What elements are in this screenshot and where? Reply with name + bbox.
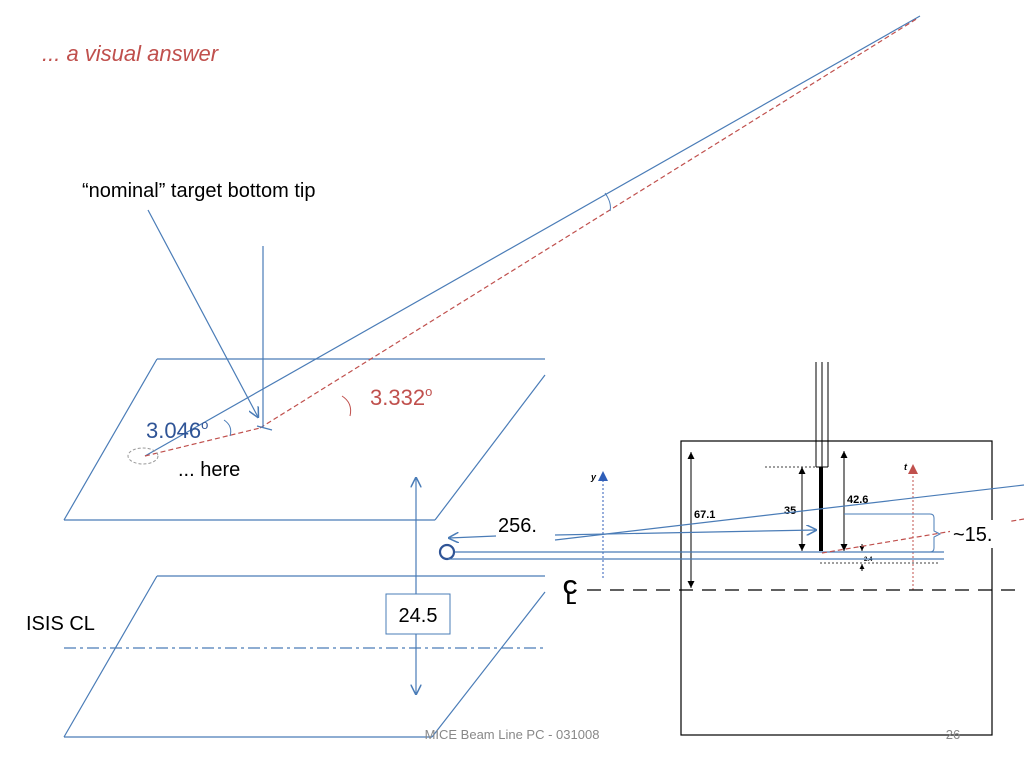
blue-angle-degree: o	[201, 417, 208, 432]
here-label: ... here	[178, 459, 240, 481]
red-dashed-line	[259, 17, 919, 429]
dim-42-label: 42.6	[847, 494, 868, 506]
y-axis-label: y	[590, 472, 597, 482]
offset-label-bg	[950, 520, 1010, 548]
centerline-symbol-c: C	[563, 577, 577, 599]
centerline-symbol-l: L	[566, 589, 576, 608]
slide-footer: MICE Beam Line PC - 031008	[425, 727, 600, 742]
red-dashed-segment	[144, 427, 261, 457]
isis-cl-label: ISIS CL	[26, 613, 95, 635]
upper-plane	[63, 358, 546, 521]
offset-bracket	[844, 513, 942, 553]
distance-arrow	[449, 536, 497, 538]
target-tip-ellipse	[127, 447, 159, 465]
red-angle-label: 3.332o	[370, 384, 432, 410]
slide-title: ... a visual answer	[42, 41, 220, 66]
red-angle-degree: o	[425, 384, 432, 399]
y-axis-arrowhead	[598, 471, 608, 481]
target-tick	[256, 425, 273, 431]
blue-angle-value: 3.046	[146, 418, 201, 443]
lower-plane	[63, 575, 546, 738]
inset-frame	[680, 440, 993, 736]
t-axis-arrowhead	[908, 464, 918, 474]
angle-arc-far	[604, 192, 611, 212]
angle-arc-red	[341, 395, 352, 417]
page-number: 26	[946, 727, 960, 742]
dim-67-label: 67.1	[694, 509, 715, 521]
height-label-box	[385, 593, 451, 635]
blue-beam-line	[144, 15, 921, 457]
red-angle-value: 3.332	[370, 385, 425, 410]
angle-arc-blue	[223, 419, 232, 437]
nominal-tip-label: “nominal” target bottom tip	[82, 180, 315, 202]
beam-to-inset-line	[554, 484, 1024, 541]
beam-arrow-to-target	[554, 530, 816, 536]
distance-value: 256.	[498, 515, 537, 537]
nominal-tip-arrow	[147, 209, 258, 417]
inset-panel: 67.1 35 42.6 2.4 y t	[590, 362, 993, 736]
beam-origin-circle	[438, 543, 456, 561]
t-axis-label: t	[904, 462, 908, 472]
dim-24-label: 2.4	[864, 557, 873, 563]
height-value: 24.5	[399, 605, 438, 627]
blue-angle-label: 3.046o	[146, 417, 208, 443]
dim-35-label: 35	[784, 505, 796, 517]
offset-value: ~15.	[953, 524, 992, 546]
